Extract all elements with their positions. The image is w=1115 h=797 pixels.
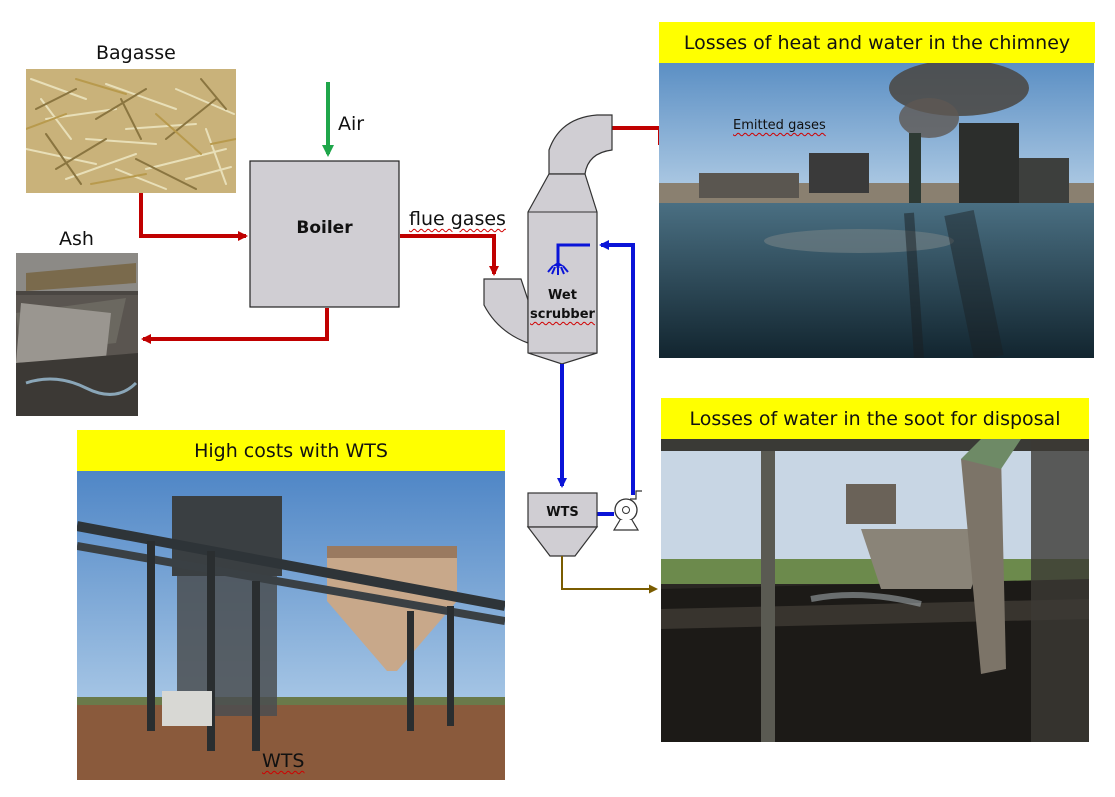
chimney-losses-banner: Losses of heat and water in the chimney: [659, 22, 1095, 63]
boiler-unit: [249, 160, 400, 308]
wet-scrubber-label: Wet scrubber: [528, 286, 597, 324]
chimney-photo: [659, 63, 1094, 358]
ash-label: Ash: [59, 228, 94, 250]
flue-gases-label: flue gases: [409, 208, 506, 230]
wts-photo-caption: WTS: [262, 750, 305, 772]
wet-scrubber-label-line2: scrubber: [530, 307, 595, 322]
wts-costs-banner: High costs with WTS: [77, 430, 505, 471]
flue-gases-arrow: [400, 234, 499, 276]
bagasse-label: Bagasse: [96, 42, 176, 64]
soot-photo: [661, 439, 1089, 742]
wts-label: WTS: [546, 505, 579, 520]
spray-nozzle-icon: [547, 243, 590, 275]
ash-photo: [16, 253, 138, 416]
bagasse-photo: [26, 69, 236, 193]
scrubber-inlet-duct: [483, 278, 529, 344]
bagasse-flow-arrow: [139, 193, 248, 241]
air-label: Air: [338, 113, 365, 135]
scrubber-outlet-duct: [548, 114, 613, 175]
wet-scrubber-label-line1: Wet: [548, 288, 577, 303]
ash-flow-arrow: [141, 308, 329, 344]
emitted-gases-label: Emitted gases: [733, 118, 826, 133]
wts-unit: [526, 492, 599, 557]
wts-photo: [77, 471, 505, 780]
soot-losses-banner: Losses of water in the soot for disposal: [661, 398, 1089, 439]
boiler-label: Boiler: [296, 218, 353, 238]
soot-flow-arrow: [561, 556, 658, 594]
recirculation-line: [599, 240, 635, 495]
pump-icon: [612, 490, 642, 531]
